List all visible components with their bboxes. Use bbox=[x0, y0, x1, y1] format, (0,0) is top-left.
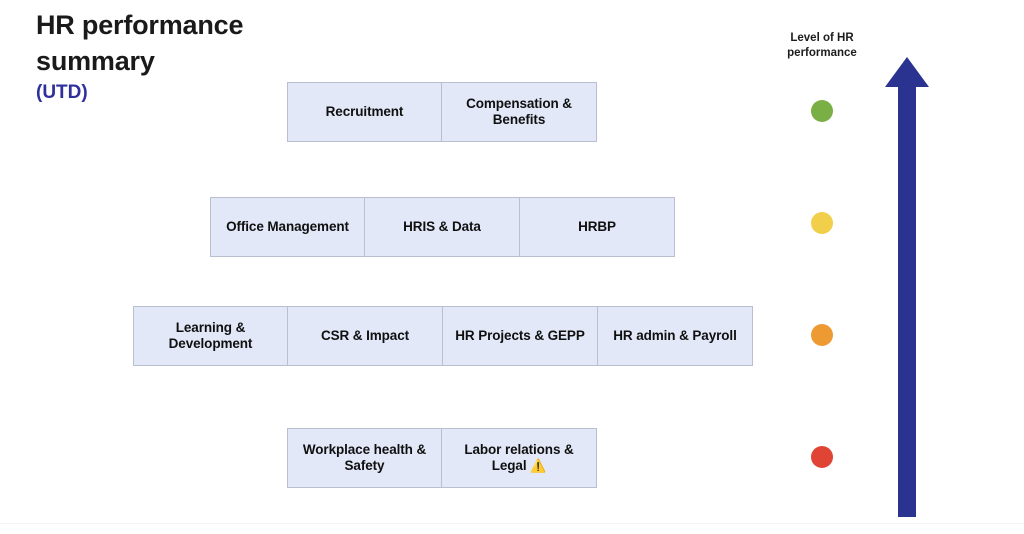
tier-box-label: HRBP bbox=[578, 218, 616, 234]
tier-row-low: Workplace health & Safety Labor relation… bbox=[287, 428, 597, 488]
upward-arrow-icon bbox=[884, 57, 930, 517]
tier-box[interactable]: Labor relations & Legal ⚠️ bbox=[442, 428, 597, 488]
level-indicator-medium-high bbox=[811, 212, 833, 234]
tier-box-label: HRIS & Data bbox=[403, 218, 481, 234]
tier-box[interactable]: CSR & Impact bbox=[288, 306, 443, 366]
legend-title: Level of HR performance bbox=[787, 32, 857, 59]
tier-box-label: Compensation & Benefits bbox=[466, 95, 572, 127]
tier-box[interactable]: HR admin & Payroll bbox=[598, 306, 753, 366]
tier-box-label: Learning & Development bbox=[168, 319, 253, 351]
level-indicator-medium-low bbox=[811, 324, 833, 346]
tier-row-high: Recruitment Compensation & Benefits bbox=[287, 82, 597, 142]
tier-box[interactable]: HRBP bbox=[520, 197, 675, 257]
tier-box[interactable]: Compensation & Benefits bbox=[442, 82, 597, 142]
level-indicator-high bbox=[811, 100, 833, 122]
tier-row-medium-high: Office Management HRIS & Data HRBP bbox=[210, 197, 675, 257]
tier-box-label: Workplace health & Safety bbox=[302, 441, 427, 473]
tier-box-label-text: Labor relations & Legal bbox=[464, 441, 574, 473]
tier-box-label: Office Management bbox=[226, 218, 349, 234]
tier-box[interactable]: Office Management bbox=[210, 197, 365, 257]
tier-row-medium-low: Learning & Development CSR & Impact HR P… bbox=[133, 306, 753, 366]
tier-box-label: HR Projects & GEPP bbox=[455, 327, 585, 343]
tier-box-label: CSR & Impact bbox=[320, 327, 410, 343]
tier-box[interactable]: Workplace health & Safety bbox=[287, 428, 442, 488]
level-indicator-low bbox=[811, 446, 833, 468]
tier-box[interactable]: HRIS & Data bbox=[365, 197, 520, 257]
page-title: HR performance summary bbox=[36, 10, 244, 76]
tier-box[interactable]: Learning & Development bbox=[133, 306, 288, 366]
warning-icon: ⚠️ bbox=[530, 458, 547, 473]
tier-box-label: Recruitment bbox=[325, 103, 404, 119]
page-subtitle: (UTD) bbox=[36, 82, 88, 104]
tier-box[interactable]: Recruitment bbox=[287, 82, 442, 142]
title-block: HR performance summary (UTD) bbox=[36, 8, 336, 105]
slide-bottom-divider bbox=[0, 523, 1024, 524]
tier-box-label: Labor relations & Legal ⚠️ bbox=[448, 442, 590, 475]
tier-box-label: HR admin & Payroll bbox=[613, 327, 737, 343]
tier-box[interactable]: HR Projects & GEPP bbox=[443, 306, 598, 366]
